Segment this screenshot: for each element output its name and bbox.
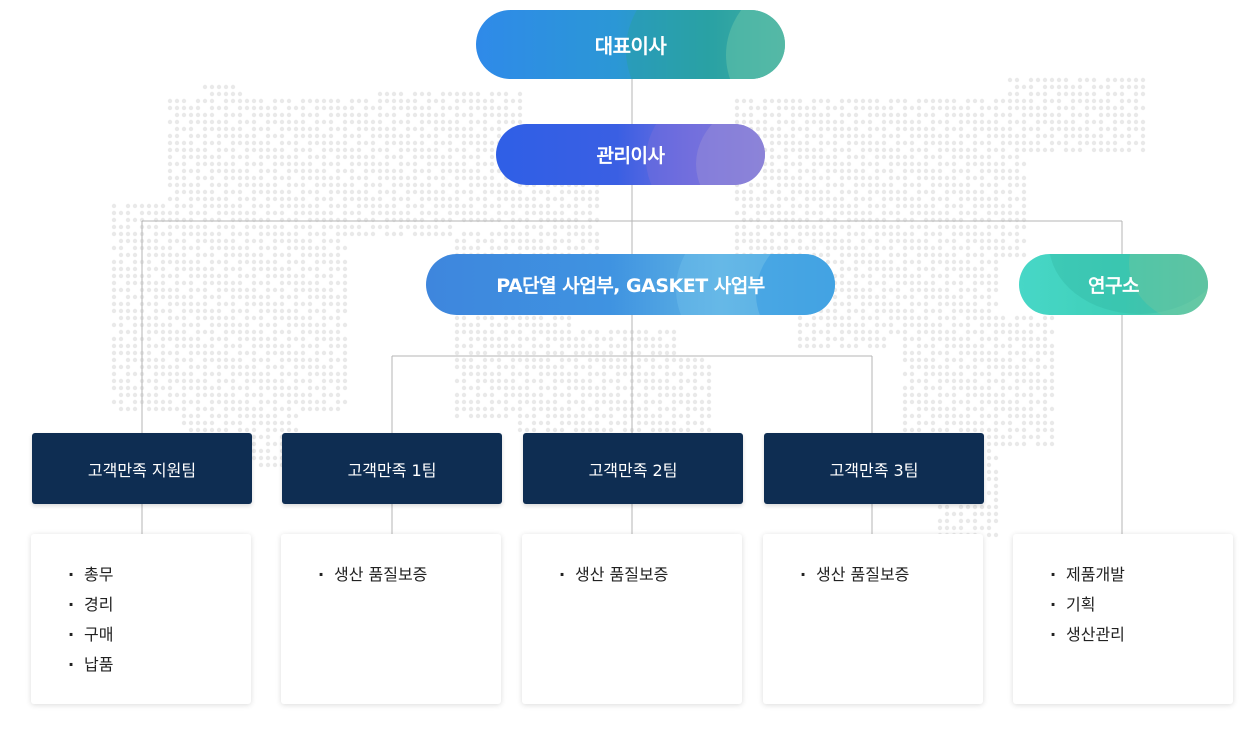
duty-item: 구매 xyxy=(68,620,251,650)
team-label: 고객만족 지원팀 xyxy=(87,460,197,480)
team-label: 고객만족 2팀 xyxy=(588,460,678,480)
ceo-label: 대표이사 xyxy=(594,34,667,58)
team-label: 고객만족 3팀 xyxy=(829,460,919,480)
duty-item: 납품 xyxy=(68,650,251,680)
business-division-node: PA단열 사업부, GASKET 사업부 xyxy=(426,254,835,315)
duty-card-lab: 제품개발 기획 생산관리 xyxy=(1013,534,1233,704)
team-label: 고객만족 1팀 xyxy=(347,460,437,480)
team-1: 고객만족 1팀 xyxy=(282,433,502,504)
duty-item: 생산 품질보증 xyxy=(318,560,501,590)
duty-item: 제품개발 xyxy=(1050,560,1233,590)
management-label: 관리이사 xyxy=(596,145,665,167)
duty-item: 경리 xyxy=(68,590,251,620)
business-division-label: PA단열 사업부, GASKET 사업부 xyxy=(496,275,765,297)
duty-item: 총무 xyxy=(68,560,251,590)
ceo-node: 대표이사 xyxy=(476,10,785,79)
duty-card-team-1: 생산 품질보증 xyxy=(281,534,501,704)
duty-item: 기획 xyxy=(1050,590,1233,620)
duty-card-team-3: 생산 품질보증 xyxy=(763,534,983,704)
duty-card-team-2: 생산 품질보증 xyxy=(522,534,742,704)
team-3: 고객만족 3팀 xyxy=(764,433,984,504)
lab-node: 연구소 xyxy=(1019,254,1208,315)
lab-label: 연구소 xyxy=(1088,275,1139,297)
management-node: 관리이사 xyxy=(496,124,765,185)
team-support: 고객만족 지원팀 xyxy=(32,433,252,504)
duty-item: 생산관리 xyxy=(1050,620,1233,650)
duty-card-support: 총무 경리 구매 납품 xyxy=(31,534,251,704)
duty-item: 생산 품질보증 xyxy=(800,560,983,590)
team-2: 고객만족 2팀 xyxy=(523,433,743,504)
duty-item: 생산 품질보증 xyxy=(559,560,742,590)
